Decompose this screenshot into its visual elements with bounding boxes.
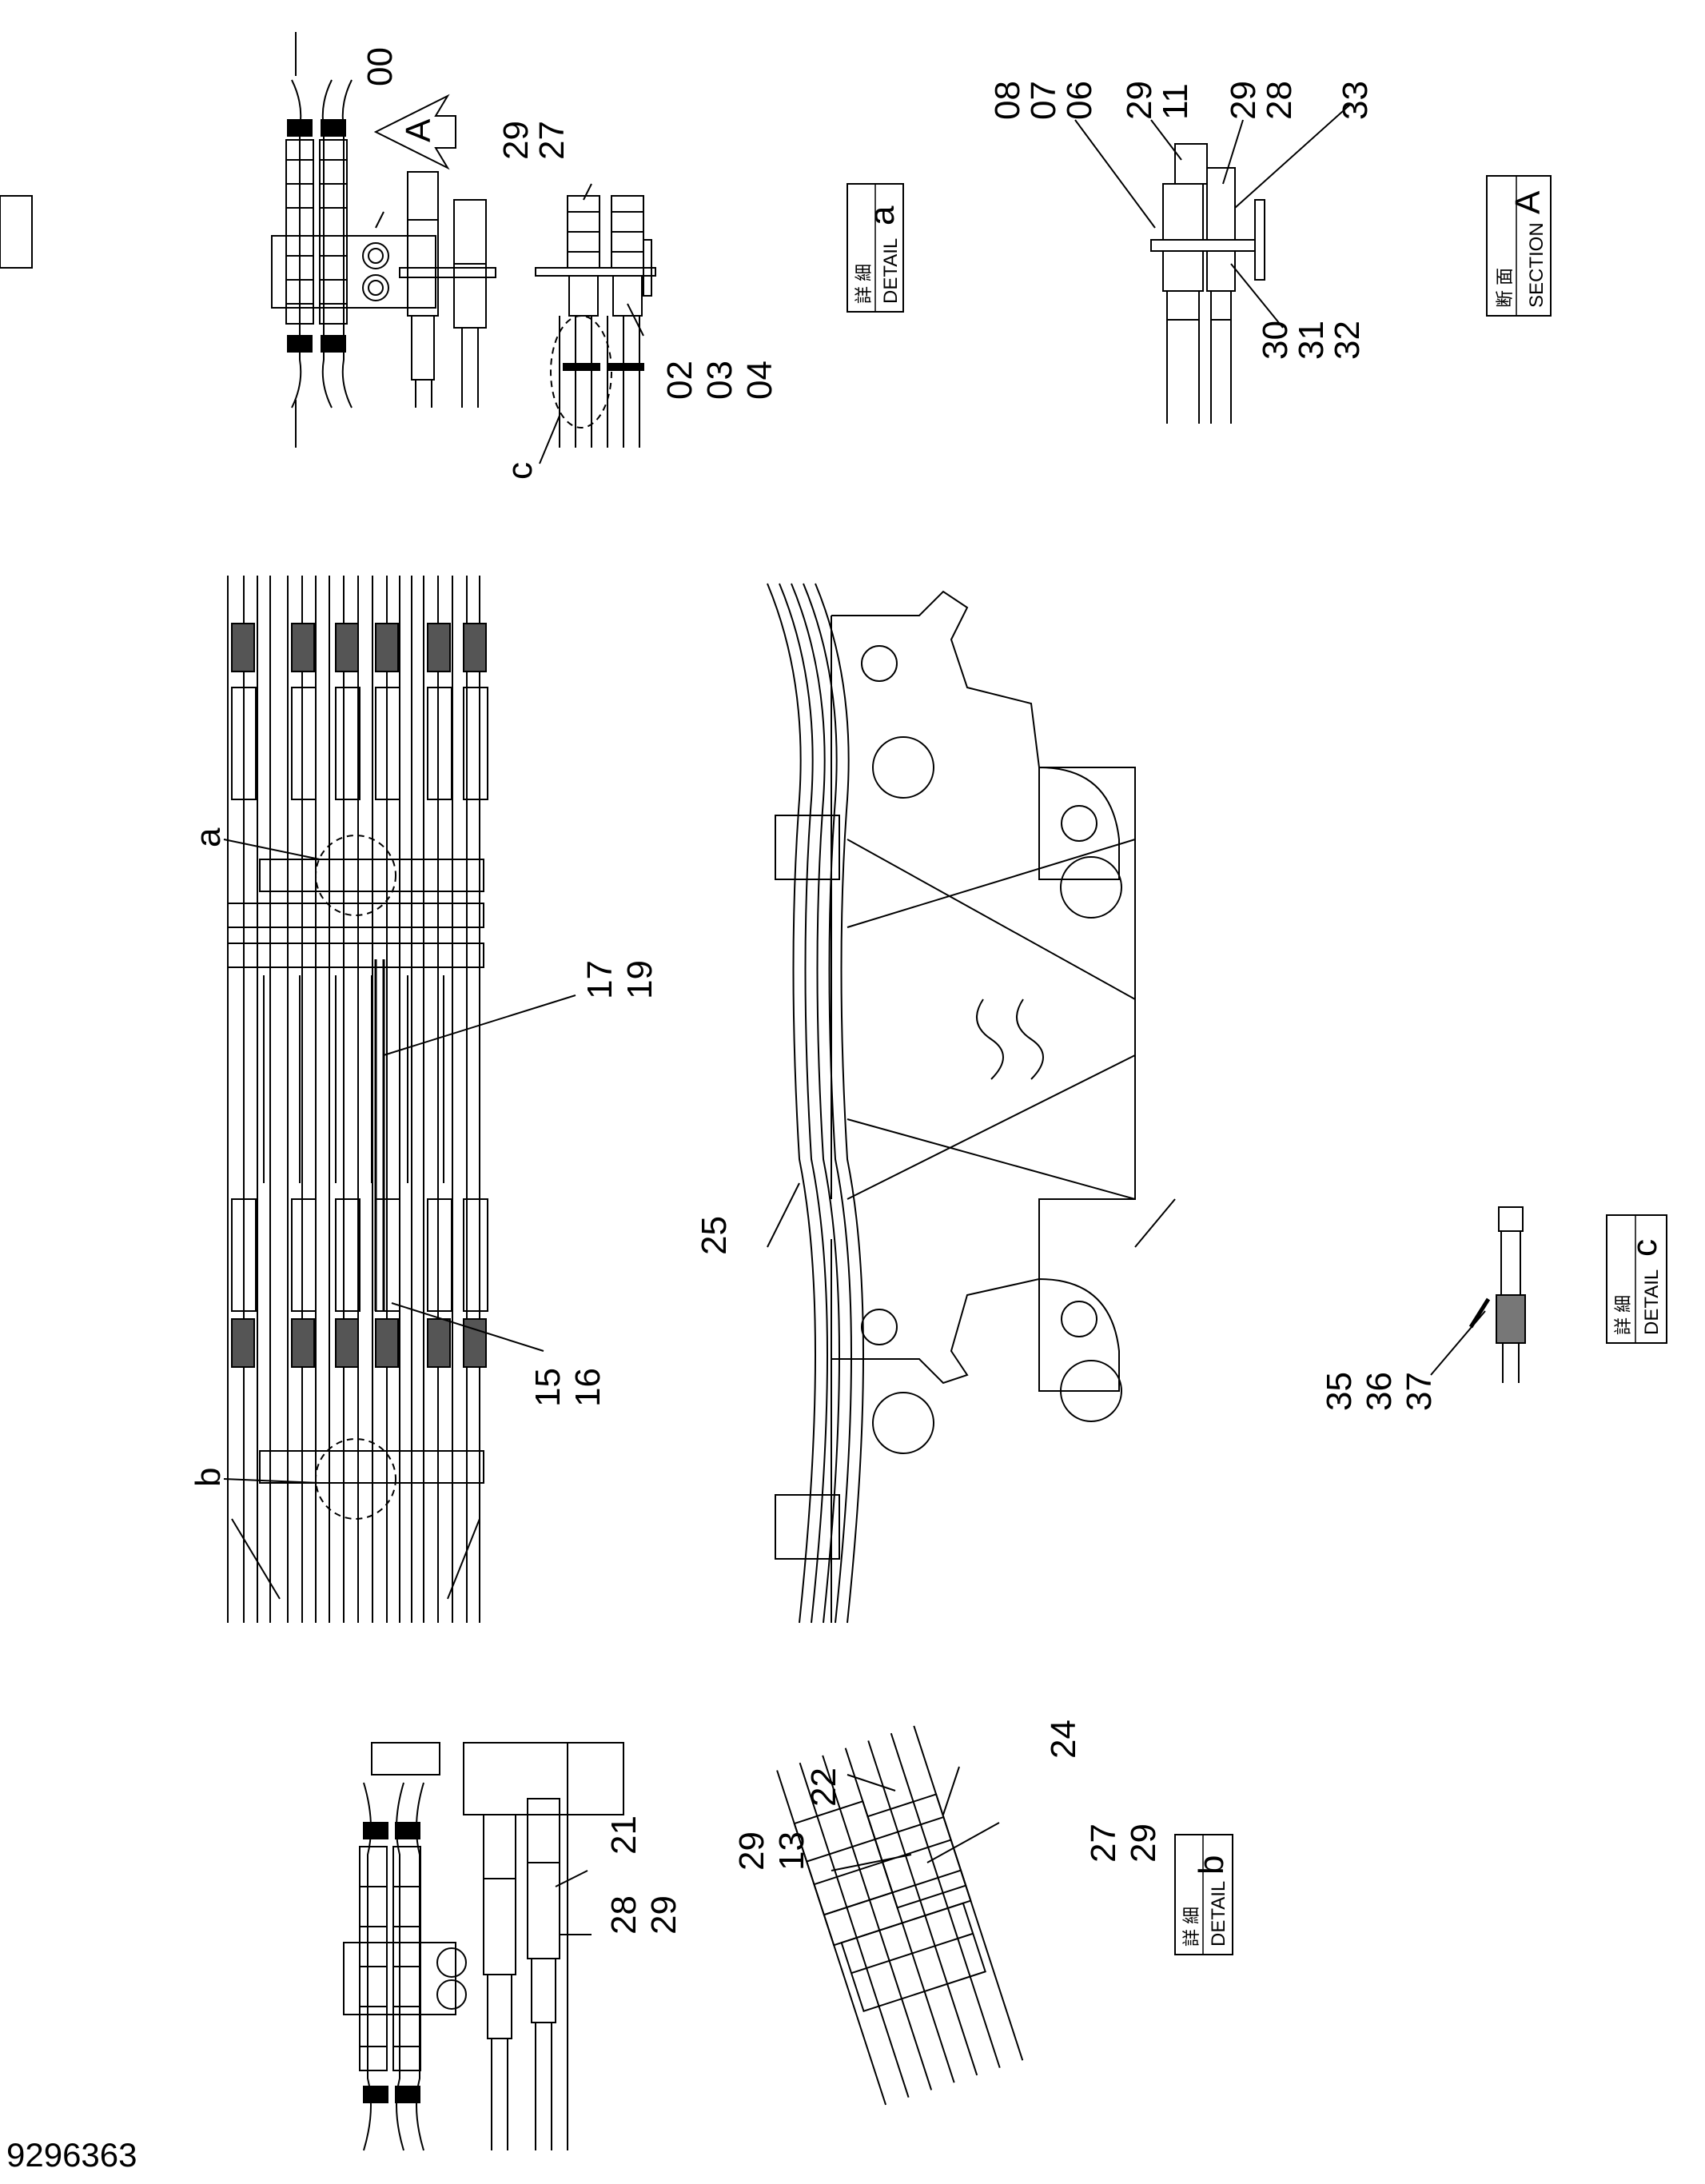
detail-box-a-jp: 詳 細 [854, 264, 874, 304]
label-b: b [189, 1468, 228, 1487]
label-c: c [500, 462, 540, 480]
detail-box-b-letter: b [1192, 1855, 1231, 1875]
label-07: 07 [1024, 81, 1063, 120]
label-a: a [189, 827, 228, 847]
label-29: 29 [496, 121, 536, 160]
label-25: 25 [695, 1216, 734, 1255]
label-29: 29 [1120, 81, 1159, 120]
label-36: 36 [1360, 1372, 1399, 1411]
part-labels: 00 A 29 27 02 03 04 c 08 07 06 29 11 29 … [189, 47, 1439, 1935]
label-15: 15 [528, 1368, 568, 1407]
label-06: 06 [1060, 81, 1099, 120]
label-04: 04 [740, 361, 779, 400]
detail-a-view [0, 183, 656, 464]
label-29: 29 [644, 1895, 683, 1935]
label-17: 17 [580, 960, 619, 999]
label-29: 29 [1124, 1823, 1163, 1863]
detail-box-b: 詳 細 DETAIL b [1174, 1834, 1233, 1955]
label-00: 00 [361, 47, 400, 86]
upper-hose-bundle [223, 576, 576, 1623]
section-a-view [1074, 103, 1352, 424]
top-left-hose-assembly [271, 32, 496, 448]
detail-c-view [1430, 1206, 1526, 1383]
detail-box-a: 詳 細 DETAIL a [847, 183, 904, 313]
drawing-number: 9296363 [6, 2136, 137, 2174]
label-28: 28 [1260, 81, 1299, 120]
label-35: 35 [1320, 1372, 1359, 1411]
detail-box-a-letter: a [862, 205, 902, 225]
detail-box-b-en: DETAIL [1208, 1881, 1229, 1947]
detail-box-c-en: DETAIL [1641, 1269, 1663, 1335]
label-29: 29 [732, 1831, 771, 1871]
label-11: 11 [1156, 83, 1195, 120]
label-19: 19 [620, 960, 659, 999]
section-box-a-jp: 断 面 [1495, 268, 1515, 308]
frame-structure [767, 583, 1176, 1624]
label-22: 22 [804, 1768, 843, 1807]
label-view-a: A [399, 118, 438, 142]
bottom-left-hose-assembly [343, 1742, 624, 2151]
label-28: 28 [604, 1895, 643, 1935]
label-32: 32 [1328, 321, 1367, 360]
section-box-a-en: SECTION [1526, 222, 1548, 308]
detail-box-c: 詳 細 DETAIL c [1606, 1214, 1667, 1344]
label-29: 29 [1224, 81, 1263, 120]
label-21: 21 [604, 1815, 643, 1855]
label-31: 31 [1292, 321, 1331, 360]
detail-b-view [776, 1725, 1024, 2106]
label-03: 03 [700, 361, 739, 400]
detail-box-c-letter: c [1625, 1239, 1664, 1257]
label-27: 27 [532, 121, 572, 160]
section-box-a: 断 面 SECTION A [1486, 175, 1552, 317]
label-37: 37 [1400, 1372, 1439, 1411]
label-27: 27 [1084, 1823, 1123, 1863]
detail-box-c-jp: 詳 細 [1613, 1295, 1633, 1335]
label-16: 16 [568, 1368, 608, 1407]
label-24: 24 [1044, 1720, 1083, 1759]
detail-box-b-jp: 詳 細 [1181, 1907, 1201, 1947]
label-33: 33 [1336, 81, 1375, 120]
label-30: 30 [1256, 321, 1295, 360]
section-box-a-letter: A [1508, 190, 1548, 214]
detail-box-a-en: DETAIL [880, 238, 902, 304]
label-08: 08 [988, 81, 1027, 120]
label-02: 02 [660, 361, 699, 400]
label-13: 13 [772, 1831, 811, 1871]
